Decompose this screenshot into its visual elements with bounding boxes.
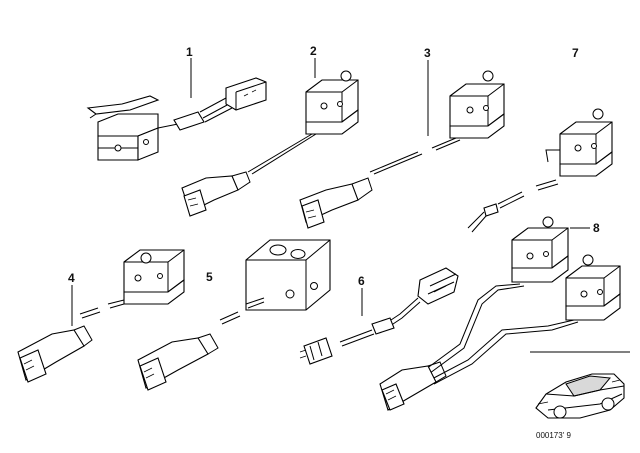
callout-5: 5 xyxy=(206,270,213,284)
reference-number: 000173' 9 xyxy=(536,431,571,440)
callout-4: 4 xyxy=(68,271,75,285)
callout-7: 7 xyxy=(572,46,579,60)
part-8-twin-switch-harness xyxy=(379,216,621,411)
part-5-block-switch-connector xyxy=(137,239,331,391)
car-thumbnail xyxy=(530,351,630,419)
part-3-microswitch-cable xyxy=(299,70,505,229)
callout-8: 8 xyxy=(593,221,600,235)
callout-leaders xyxy=(71,58,590,326)
callout-6: 6 xyxy=(358,274,365,288)
callout-3: 3 xyxy=(424,46,431,60)
part-7-microswitch-cable xyxy=(467,108,613,233)
callout-2: 2 xyxy=(310,44,317,58)
callout-1: 1 xyxy=(186,45,193,59)
part-2-microswitch-cable xyxy=(181,70,359,217)
part-1-microswitch-assembly xyxy=(86,77,267,161)
part-4-microswitch-connector xyxy=(17,249,185,383)
part-6-connector-terminal xyxy=(299,267,459,365)
